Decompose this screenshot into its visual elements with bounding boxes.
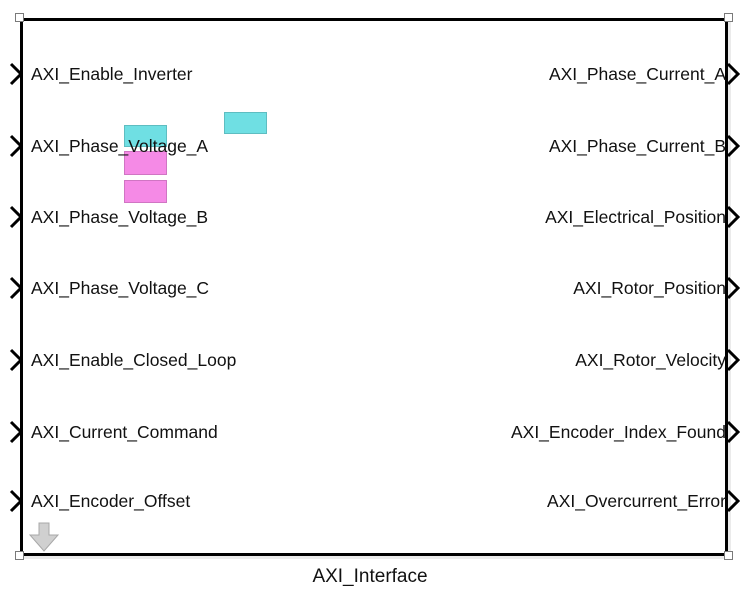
input-port-chevron-right-icon[interactable]: [9, 134, 23, 158]
output-port-label: AXI_Overcurrent_Error: [547, 491, 726, 511]
magenta-marker: [124, 151, 167, 175]
magenta-marker: [124, 180, 167, 203]
resize-handle-bottom-right[interactable]: [724, 551, 733, 560]
input-port-chevron-right-icon[interactable]: [9, 205, 23, 229]
output-port-label: AXI_Rotor_Velocity: [575, 350, 726, 370]
output-port-label: AXI_Electrical_Position: [545, 207, 726, 227]
output-port-chevron-right-icon[interactable]: [726, 134, 740, 158]
output-port-label: AXI_Rotor_Position: [573, 278, 726, 298]
output-port-chevron-right-icon[interactable]: [726, 420, 740, 444]
input-port-chevron-right-icon[interactable]: [9, 348, 23, 372]
input-port-label: AXI_Enable_Closed_Loop: [31, 350, 237, 370]
input-port-chevron-right-icon[interactable]: [9, 62, 23, 86]
input-port-chevron-right-icon[interactable]: [9, 420, 23, 444]
output-port-chevron-right-icon[interactable]: [726, 489, 740, 513]
input-port-label: AXI_Phase_Voltage_A: [31, 136, 209, 156]
input-port-label: AXI_Phase_Voltage_B: [31, 207, 209, 227]
arrow-down-icon[interactable]: [28, 522, 60, 557]
output-port-label: AXI_Encoder_Index_Found: [510, 422, 726, 442]
cyan-marker: [124, 125, 167, 147]
input-port-chevron-right-icon[interactable]: [9, 276, 23, 300]
block-name: AXI_Interface: [312, 566, 428, 587]
resize-handle-bottom-left[interactable]: [15, 551, 24, 560]
input-port-chevron-right-icon[interactable]: [9, 489, 23, 513]
output-port-label: AXI_Phase_Current_B: [548, 136, 726, 156]
input-port-label: AXI_Current_Command: [31, 422, 218, 442]
output-port-chevron-right-icon[interactable]: [726, 205, 740, 229]
output-port-chevron-right-icon[interactable]: [726, 276, 740, 300]
output-port-chevron-right-icon[interactable]: [726, 62, 740, 86]
output-port-chevron-right-icon[interactable]: [726, 348, 740, 372]
resize-handle-top-left[interactable]: [15, 13, 24, 22]
output-port-label: AXI_Phase_Current_A: [548, 64, 726, 84]
input-port-label: AXI_Phase_Voltage_C: [31, 278, 210, 298]
input-port-label: AXI_Enable_Inverter: [31, 64, 193, 84]
resize-handle-top-right[interactable]: [724, 13, 733, 22]
input-port-label: AXI_Encoder_Offset: [31, 491, 191, 511]
axi-interface-block[interactable]: [20, 18, 728, 556]
cyan-marker: [224, 112, 267, 134]
